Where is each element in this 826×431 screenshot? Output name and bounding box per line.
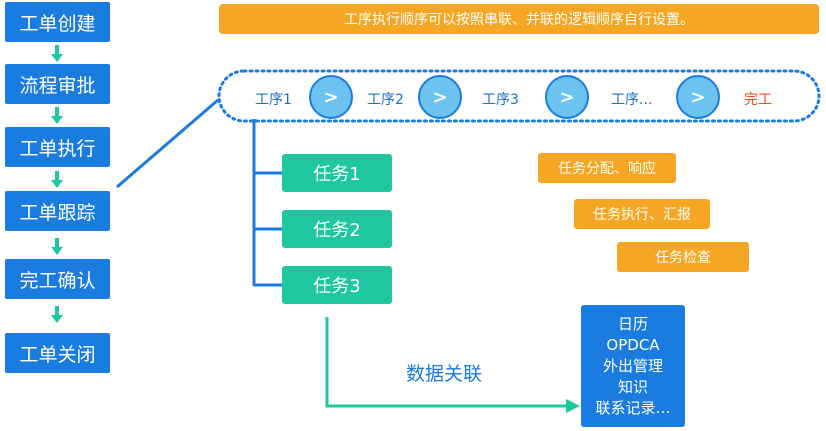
related-contact-records: 联系记录…: [595, 398, 671, 417]
process-done-label: 完工: [744, 92, 772, 108]
chevron-right-icon: >: [309, 75, 353, 119]
related-outing: 外出管理: [602, 356, 663, 375]
tag-inspect: 任务检查: [617, 242, 749, 272]
tag-assign-respond: 任务分配、响应: [538, 153, 676, 183]
related-calendar: 日历: [617, 314, 648, 333]
process-item-1: 工序1: [255, 92, 292, 108]
tracking-link-line: [116, 98, 219, 189]
step-create: 工单创建: [5, 2, 110, 42]
association-arrowhead: [566, 399, 580, 413]
chevron-right-icon: >: [418, 75, 462, 119]
info-banner: 工序执行顺序可以按照串联、并联的逻辑顺序自行设置。: [219, 4, 819, 34]
association-connector: [325, 317, 566, 408]
chevron-right-icon: >: [676, 75, 720, 119]
task-2: 任务2: [282, 210, 392, 248]
association-label: 数据关联: [406, 363, 483, 385]
tag-execute-report: 任务执行、汇报: [574, 199, 710, 229]
process-item-more: 工序...: [611, 92, 653, 108]
step-arrows: [51, 45, 63, 323]
task-3: 任务3: [282, 266, 392, 304]
process-item-2: 工序2: [367, 92, 404, 108]
step-track: 工单跟踪: [5, 191, 110, 231]
task-1: 任务1: [282, 154, 392, 192]
step-approval: 流程审批: [5, 64, 110, 104]
related-knowledge: 知识: [617, 377, 648, 396]
related-data-box: 日历 OPDCA 外出管理 知识 联系记录…: [581, 305, 685, 427]
step-confirm: 完工确认: [5, 259, 110, 299]
process-row-outline: [217, 69, 821, 123]
step-execute: 工单执行: [5, 127, 110, 167]
step-close: 工单关闭: [5, 333, 110, 373]
process-item-3: 工序3: [482, 92, 519, 108]
related-opdca: OPDCA: [606, 335, 660, 354]
chevron-right-icon: >: [545, 75, 589, 119]
